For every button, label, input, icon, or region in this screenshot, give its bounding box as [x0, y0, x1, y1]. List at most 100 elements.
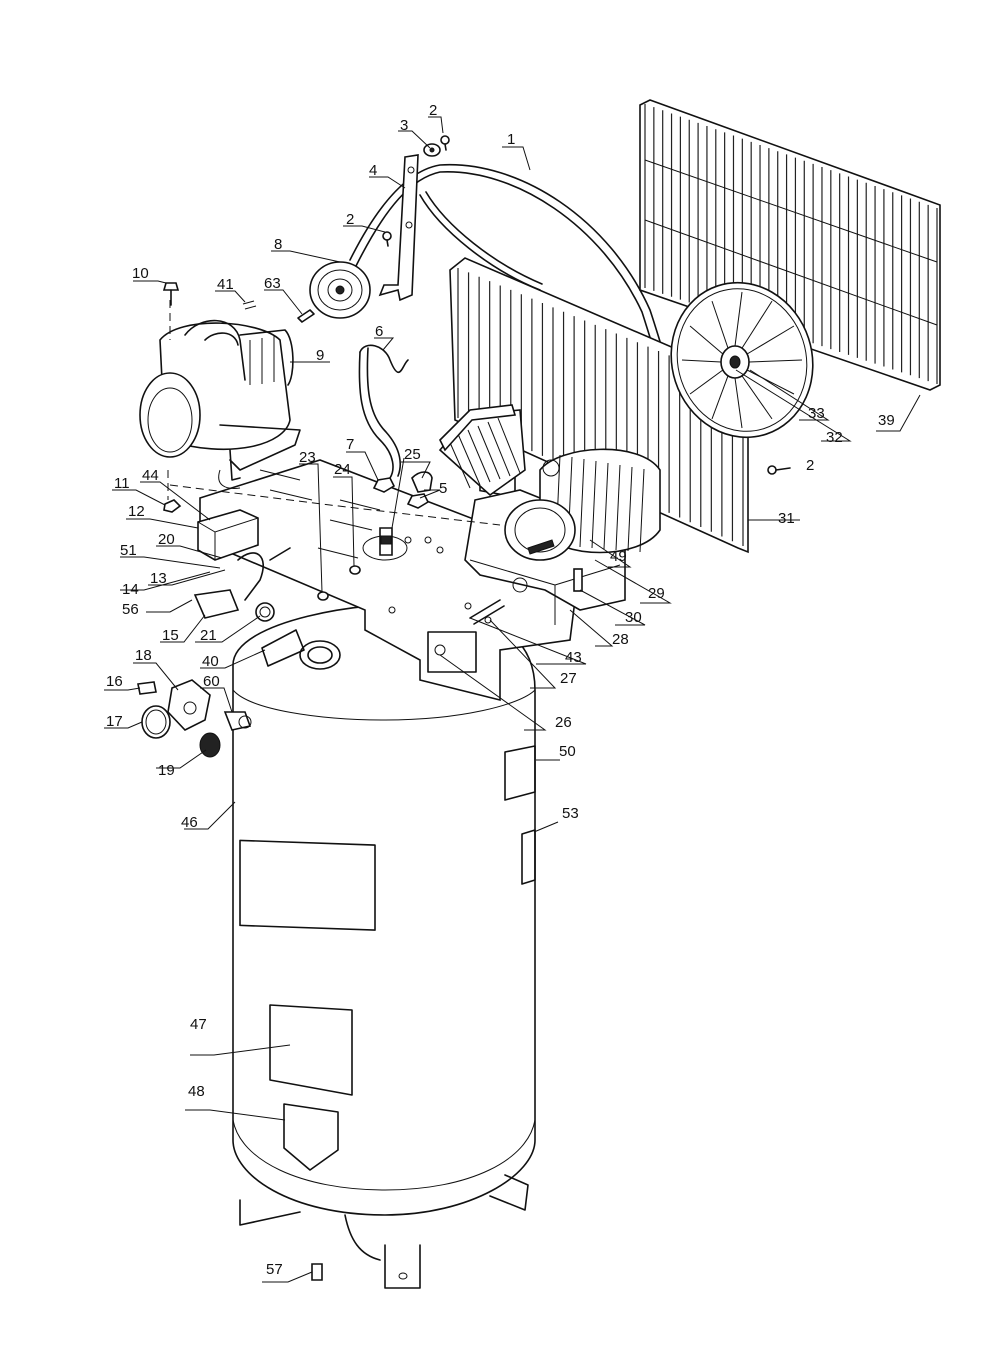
callout-5: 5: [439, 480, 447, 497]
grill-line: [734, 291, 743, 347]
callout-39: 39: [878, 412, 895, 429]
quick-coupler-16: [137, 681, 157, 695]
belt-guard-bracket: [378, 154, 419, 302]
washer-3: [423, 143, 441, 157]
callout-53: 53: [562, 805, 579, 822]
motor-pulley: [309, 261, 371, 319]
grill-line: [447, 437, 471, 489]
elbow-5: [406, 471, 433, 509]
screw-2-bracket: [382, 231, 392, 247]
callout-47: 47: [190, 1016, 207, 1033]
callout-32: 32: [826, 429, 843, 446]
callout-1: 1: [507, 131, 515, 148]
callout-18: 18: [135, 647, 152, 664]
air-tank: [232, 603, 536, 1289]
callout-21: 21: [200, 627, 217, 644]
callout-16: 16: [106, 673, 123, 690]
grill-line: [689, 325, 724, 355]
screw-2-top: [440, 135, 450, 151]
callout-50: 50: [559, 743, 576, 760]
callout-57: 57: [266, 1261, 283, 1278]
callout-44: 44: [142, 467, 159, 484]
grill-line: [627, 466, 633, 552]
callout-31: 31: [778, 510, 795, 527]
label-46: [239, 839, 376, 931]
grill-line: [746, 325, 795, 355]
screw-2-guard: [767, 465, 791, 475]
callout-28: 28: [612, 631, 629, 648]
callout-33: 33: [808, 405, 825, 422]
callout-13: 13: [150, 570, 167, 587]
callout-41: 41: [217, 276, 234, 293]
callout-15: 15: [162, 627, 179, 644]
callout-8: 8: [274, 236, 282, 253]
safety-valve-21: [255, 602, 275, 622]
grill-line: [644, 219, 938, 326]
flywheel: [670, 281, 814, 439]
callout-56: 56: [122, 601, 139, 618]
electric-motor: [139, 319, 301, 489]
grill-line: [487, 421, 511, 477]
grill-line: [734, 377, 743, 429]
grill-line: [591, 460, 597, 549]
callout-43: 43: [565, 649, 582, 666]
nut-7: [372, 477, 396, 493]
grill-line: [711, 300, 729, 349]
callout-2: 2: [346, 211, 354, 228]
fitting-60: [223, 711, 252, 731]
callout-63: 63: [264, 275, 281, 292]
grill-line: [603, 462, 609, 550]
grill-line: [711, 375, 729, 420]
pressure-gauge-17: [141, 705, 171, 739]
callout-27: 27: [560, 670, 577, 687]
callout-10: 10: [132, 265, 149, 282]
callout-9: 9: [316, 347, 324, 364]
nut-11: [163, 499, 182, 513]
check-valve-25: [362, 527, 408, 561]
callout-60: 60: [203, 673, 220, 690]
fitting-24: [349, 565, 361, 575]
callout-30: 30: [625, 609, 642, 626]
bolt-30: [573, 568, 583, 592]
drain-valve-57: [311, 1263, 323, 1281]
grill-line: [497, 417, 521, 474]
grill-line: [639, 468, 645, 553]
label-47: [269, 1004, 353, 1096]
compressor-pump: [438, 404, 661, 625]
discharge-tube: [358, 344, 409, 479]
label-50: [504, 745, 536, 801]
grill-line: [477, 425, 501, 480]
grill-line: [748, 359, 803, 363]
knob-19: [199, 732, 221, 758]
callout-23: 23: [299, 449, 316, 466]
grill-line: [746, 369, 795, 395]
grill-line: [741, 300, 773, 349]
grill-line: [681, 359, 722, 363]
leader-lines: [104, 116, 921, 1283]
callout-20: 20: [158, 531, 175, 548]
callout-26: 26: [555, 714, 572, 731]
grill-line: [689, 369, 724, 395]
callout-51: 51: [120, 542, 137, 559]
callout-11: 11: [114, 475, 130, 492]
callouts: 1 2 2 2 3 4 5 6 7 8 9 10 11 12 13 14 15 …: [106, 102, 895, 1278]
callout-17: 17: [106, 713, 123, 730]
grill-line: [615, 464, 621, 551]
key-63: [297, 309, 315, 323]
callout-25: 25: [404, 446, 421, 463]
grill-line: [644, 159, 938, 263]
assembly-lines: [167, 300, 501, 526]
pin-43: [469, 599, 505, 625]
drain-plug-23: [317, 591, 329, 601]
grill-line: [741, 375, 773, 420]
callout-24: 24: [334, 461, 351, 478]
callout-49: 49: [610, 548, 627, 565]
pressure-switch: [193, 509, 291, 619]
rear-belt-guard: [639, 99, 941, 391]
screw-10: [162, 282, 180, 306]
callout-6: 6: [375, 323, 383, 340]
grill-line: [457, 433, 481, 486]
callout-48: 48: [188, 1083, 205, 1100]
callout-2: 2: [806, 457, 814, 474]
